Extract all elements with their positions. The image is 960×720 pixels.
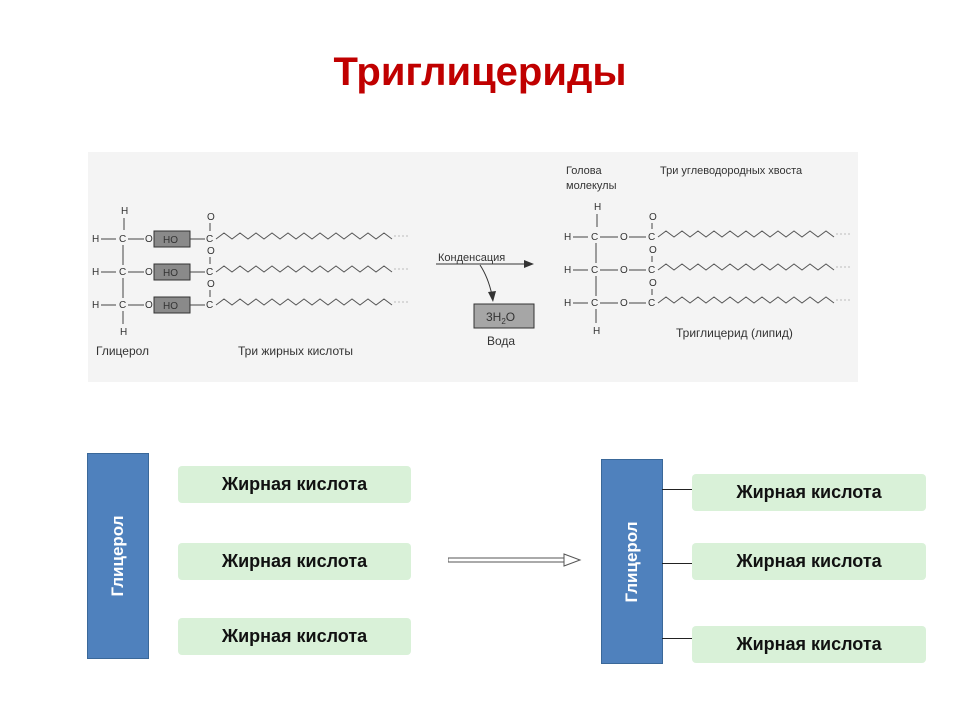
svg-text:H: H [564, 265, 571, 276]
glycerol-caption: Глицерол [96, 344, 149, 358]
svg-text:OH: OH [145, 234, 160, 245]
svg-text:O: O [620, 298, 628, 309]
ester-bond-line [662, 638, 692, 639]
atom-h-top: H [121, 206, 128, 217]
hydrocarbon-tail [657, 296, 835, 304]
svg-text:C: C [648, 265, 655, 276]
fatty-acid-box: Жирная кислота [692, 474, 926, 511]
fatty-acid-box: Жирная кислота [178, 466, 411, 503]
page-title: Триглицериды [333, 50, 627, 94]
svg-text:O: O [649, 278, 657, 289]
svg-text:O: O [649, 212, 657, 223]
condensation-step: Конденсация 3H2O Вода [436, 252, 535, 348]
fatty-acid-box: Жирная кислота [692, 626, 926, 663]
svg-text:H: H [564, 232, 571, 243]
hydrocarbon-tail [657, 230, 835, 238]
svg-text:H: H [593, 326, 600, 337]
hydroxyl-label: HO [163, 235, 178, 246]
fatty-acid-tail [215, 232, 393, 240]
fatty-acids-caption: Три жирных кислоты [238, 344, 353, 358]
svg-text:H: H [564, 298, 571, 309]
svg-text:C: C [591, 298, 598, 309]
water-formula: 3H2O [486, 310, 515, 326]
svg-text:O: O [207, 212, 215, 223]
fatty-acid-box: Жирная кислота [692, 543, 926, 580]
svg-text:C: C [648, 232, 655, 243]
ester-bond-line [662, 563, 692, 564]
water-label: Вода [487, 334, 515, 348]
svg-text:C: C [206, 234, 213, 245]
glycerol-label: Глицерол [622, 520, 641, 603]
carboxyl-groups: C O C O C O [190, 212, 215, 311]
svg-text:OH: OH [145, 300, 160, 311]
svg-text:H: H [92, 267, 99, 278]
svg-text:C: C [206, 300, 213, 311]
svg-text:C: C [648, 298, 655, 309]
svg-text:C: C [591, 232, 598, 243]
condensation-label: Конденсация [438, 252, 505, 264]
hydroxyl-label: HO [163, 301, 178, 312]
svg-text:H: H [92, 234, 99, 245]
fatty-acid-tail [215, 265, 393, 273]
head-label: Голова [566, 165, 602, 177]
glycerol-block-left: Глицерол [87, 453, 149, 659]
fatty-acid-box: Жирная кислота [178, 618, 411, 655]
svg-text:O: O [207, 246, 215, 257]
svg-text:H: H [120, 327, 127, 338]
hydroxyl-label: HO [163, 268, 178, 279]
glycerol-label: Глицерол [108, 515, 127, 597]
triglyceride-caption: Триглицерид (липид) [676, 326, 793, 340]
fatty-acid-box: Жирная кислота [178, 543, 411, 580]
svg-text:H: H [92, 300, 99, 311]
svg-text:H: H [594, 202, 601, 213]
fatty-acid-tail [215, 298, 393, 306]
ester-bond-line [662, 489, 692, 490]
glycerol-block-right: Глицерол [601, 459, 663, 664]
svg-text:O: O [207, 279, 215, 290]
process-arrow [448, 553, 582, 567]
svg-text:C: C [591, 265, 598, 276]
glycerol-structure: H H C OH H C OH H C OH H HO HO HO [92, 206, 408, 358]
svg-text:C: C [119, 300, 126, 311]
svg-text:C: C [119, 234, 126, 245]
tails-label: Три углеводородных хвоста [660, 165, 803, 177]
condensation-reaction-figure: H H C OH H C OH H C OH H HO HO HO [88, 152, 858, 382]
svg-text:OH: OH [145, 267, 160, 278]
svg-text:O: O [620, 265, 628, 276]
triglyceride-structure: Голова молекулы Три углеводородных хвост… [564, 165, 852, 340]
svg-text:O: O [620, 232, 628, 243]
svg-text:O: O [649, 245, 657, 256]
head-label-2: молекулы [566, 180, 617, 192]
svg-text:C: C [119, 267, 126, 278]
hydrocarbon-tail [657, 263, 835, 271]
svg-text:C: C [206, 267, 213, 278]
